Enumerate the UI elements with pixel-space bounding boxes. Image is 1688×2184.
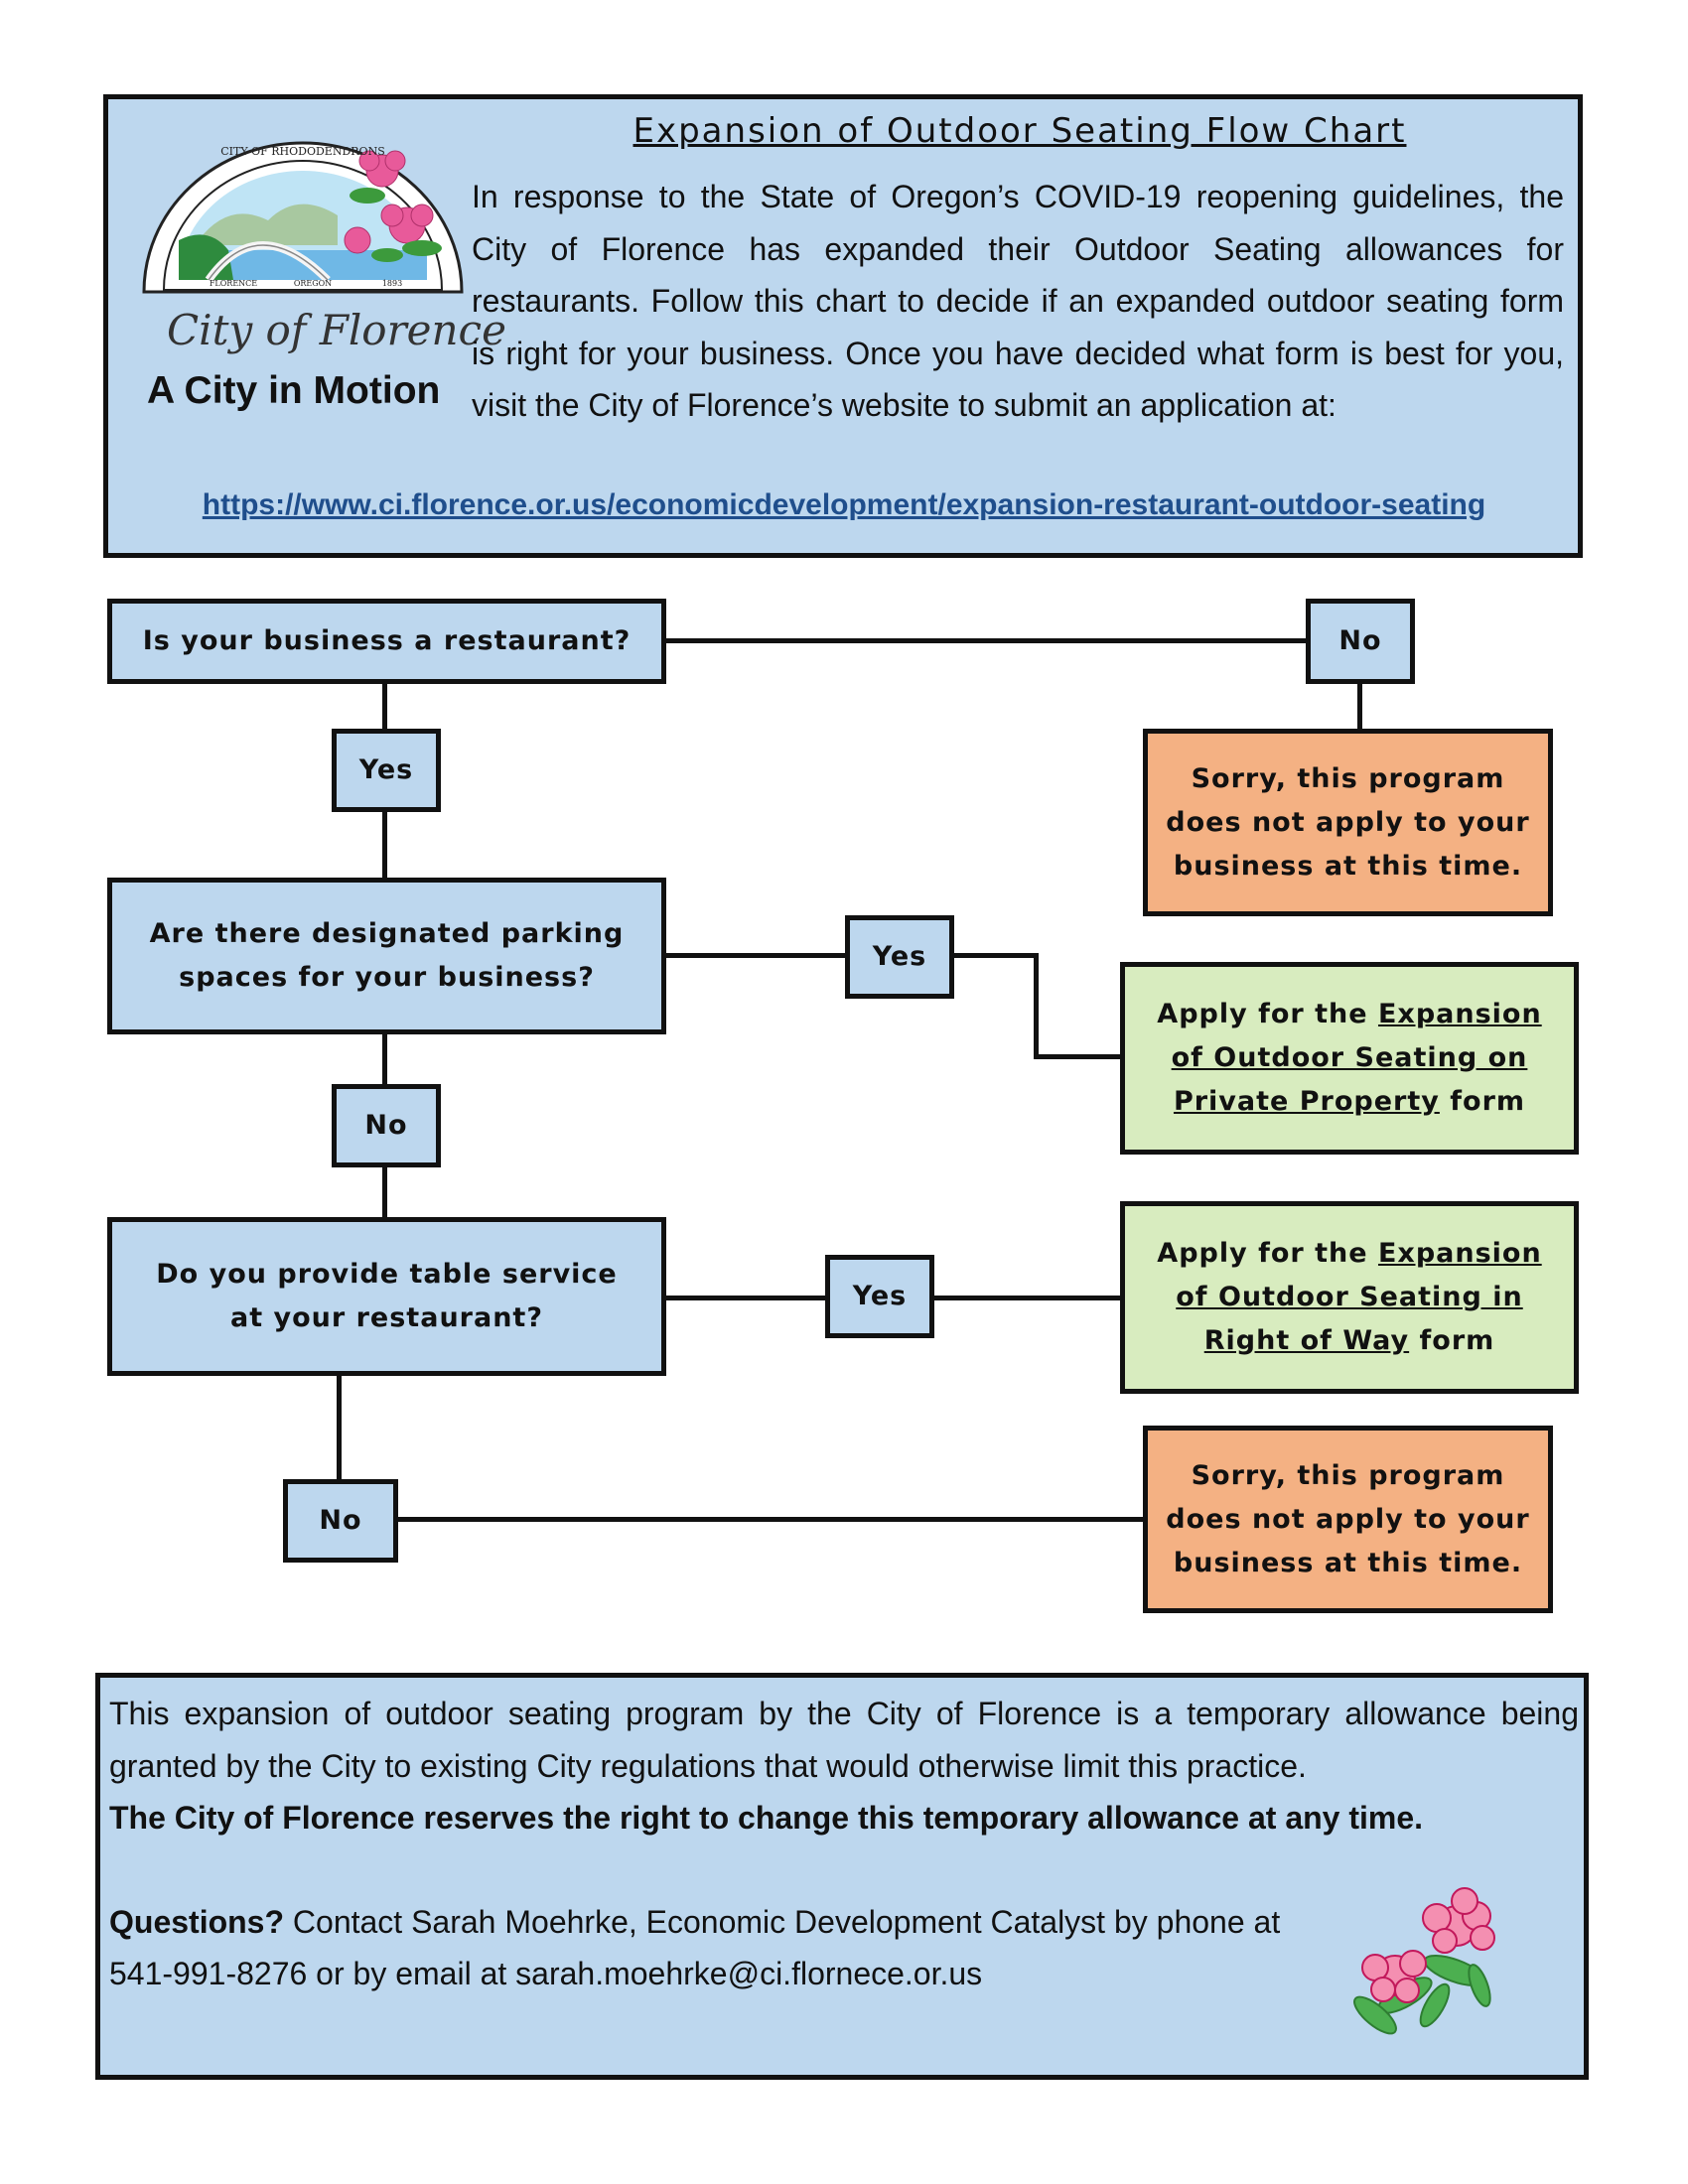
private-property-form-link[interactable]: Expansion of Outdoor Seating on Private …	[1171, 999, 1542, 1117]
answer-yes-table-service: Yes	[825, 1255, 934, 1338]
connector-line	[1034, 1054, 1123, 1059]
result-right-of-way-form: Apply for the Expansion of Outdoor Seati…	[1120, 1201, 1579, 1394]
question-parking: Are there designated parking spaces for …	[107, 878, 666, 1034]
connector-line	[382, 681, 387, 731]
svg-text:FLORENCE: FLORENCE	[210, 279, 257, 288]
connector-line	[931, 1296, 1122, 1300]
intro-paragraph: In response to the State of Oregon’s COV…	[472, 179, 1564, 423]
svg-text:OREGON: OREGON	[294, 279, 332, 288]
footer-panel	[95, 1673, 1589, 2080]
connector-line	[382, 1032, 387, 1086]
answer-no-table-service: No	[283, 1479, 398, 1563]
result-private-property-form: Apply for the Expansion of Outdoor Seati…	[1120, 962, 1579, 1155]
city-seal-logo: CITY OF RHODODENDRONS FLORENCE OREGON 18…	[142, 141, 464, 294]
footer-disclaimer: This expansion of outdoor seating progra…	[109, 1696, 1579, 1784]
question-table-service: Do you provide table service at your res…	[107, 1217, 666, 1376]
page-title: Expansion of Outdoor Seating Flow Chart	[633, 111, 1407, 151]
svg-text:CITY OF RHODODENDRONS: CITY OF RHODODENDRONS	[220, 145, 385, 158]
connector-line	[663, 953, 848, 958]
answer-no-restaurant: No	[1306, 599, 1415, 684]
connector-line	[663, 638, 1309, 643]
footer-contact: Questions? Contact Sarah Moehrke, Econom…	[109, 1903, 1281, 1992]
rhododendron-flower-icon	[1353, 1887, 1495, 2035]
application-url-link[interactable]: https://www.ci.florence.or.us/economicde…	[202, 488, 1486, 521]
connector-line	[1357, 681, 1362, 731]
city-name-script: City of Florence	[167, 306, 506, 354]
svg-text:1893: 1893	[382, 279, 402, 288]
answer-yes-parking: Yes	[845, 915, 954, 999]
right-of-way-form-link[interactable]: Expansion of Outdoor Seating in Right of…	[1176, 1238, 1542, 1356]
question-restaurant: Is your business a restaurant?	[107, 599, 666, 684]
connector-line	[382, 810, 387, 880]
connector-line	[951, 953, 1039, 958]
question-restaurant-text: Is your business a restaurant?	[142, 625, 632, 656]
footer-reservation-notice: The City of Florence reserves the right …	[109, 1800, 1424, 1836]
connector-line	[1034, 953, 1039, 1059]
connector-line	[663, 1296, 828, 1300]
connector-line	[337, 1373, 342, 1482]
connector-line	[382, 1165, 387, 1219]
result-not-eligible-2: Sorry, this program does not apply to yo…	[1143, 1426, 1553, 1613]
footer-text: This expansion of outdoor seating progra…	[109, 1688, 1579, 2000]
result-not-eligible-1: Sorry, this program does not apply to yo…	[1143, 729, 1553, 916]
connector-line	[395, 1517, 1146, 1522]
answer-no-parking: No	[332, 1084, 441, 1167]
city-tagline: A City in Motion	[147, 369, 441, 412]
answer-yes-restaurant: Yes	[332, 729, 441, 812]
